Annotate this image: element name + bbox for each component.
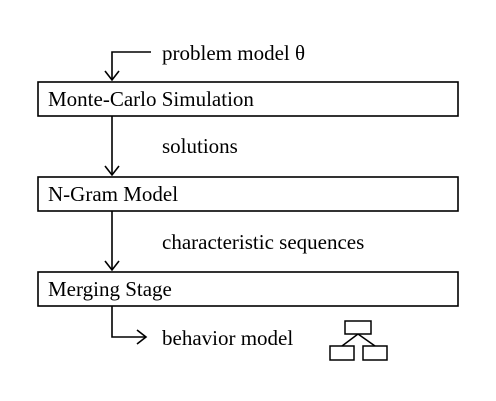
stage-box-monte-carlo (37, 81, 459, 117)
output-arrow (111, 306, 148, 345)
edge-label-characteristic-sequences: characteristic sequences (162, 230, 364, 254)
input-arrow (104, 51, 151, 82)
stage-label-merging: Merging Stage (48, 277, 172, 301)
stage-box-ngram (37, 176, 459, 212)
arrow-stage2-to-stage3 (104, 211, 120, 272)
input-label: problem model θ (162, 41, 305, 65)
stage-label-monte-carlo: Monte-Carlo Simulation (48, 87, 254, 111)
stage-label-ngram: N-Gram Model (48, 182, 178, 206)
arrow-stage1-to-stage2 (104, 116, 120, 177)
hierarchy-tree-icon (329, 320, 388, 361)
edge-label-solutions: solutions (162, 134, 238, 158)
stage-box-merging (37, 271, 459, 307)
output-label: behavior model (162, 326, 293, 350)
